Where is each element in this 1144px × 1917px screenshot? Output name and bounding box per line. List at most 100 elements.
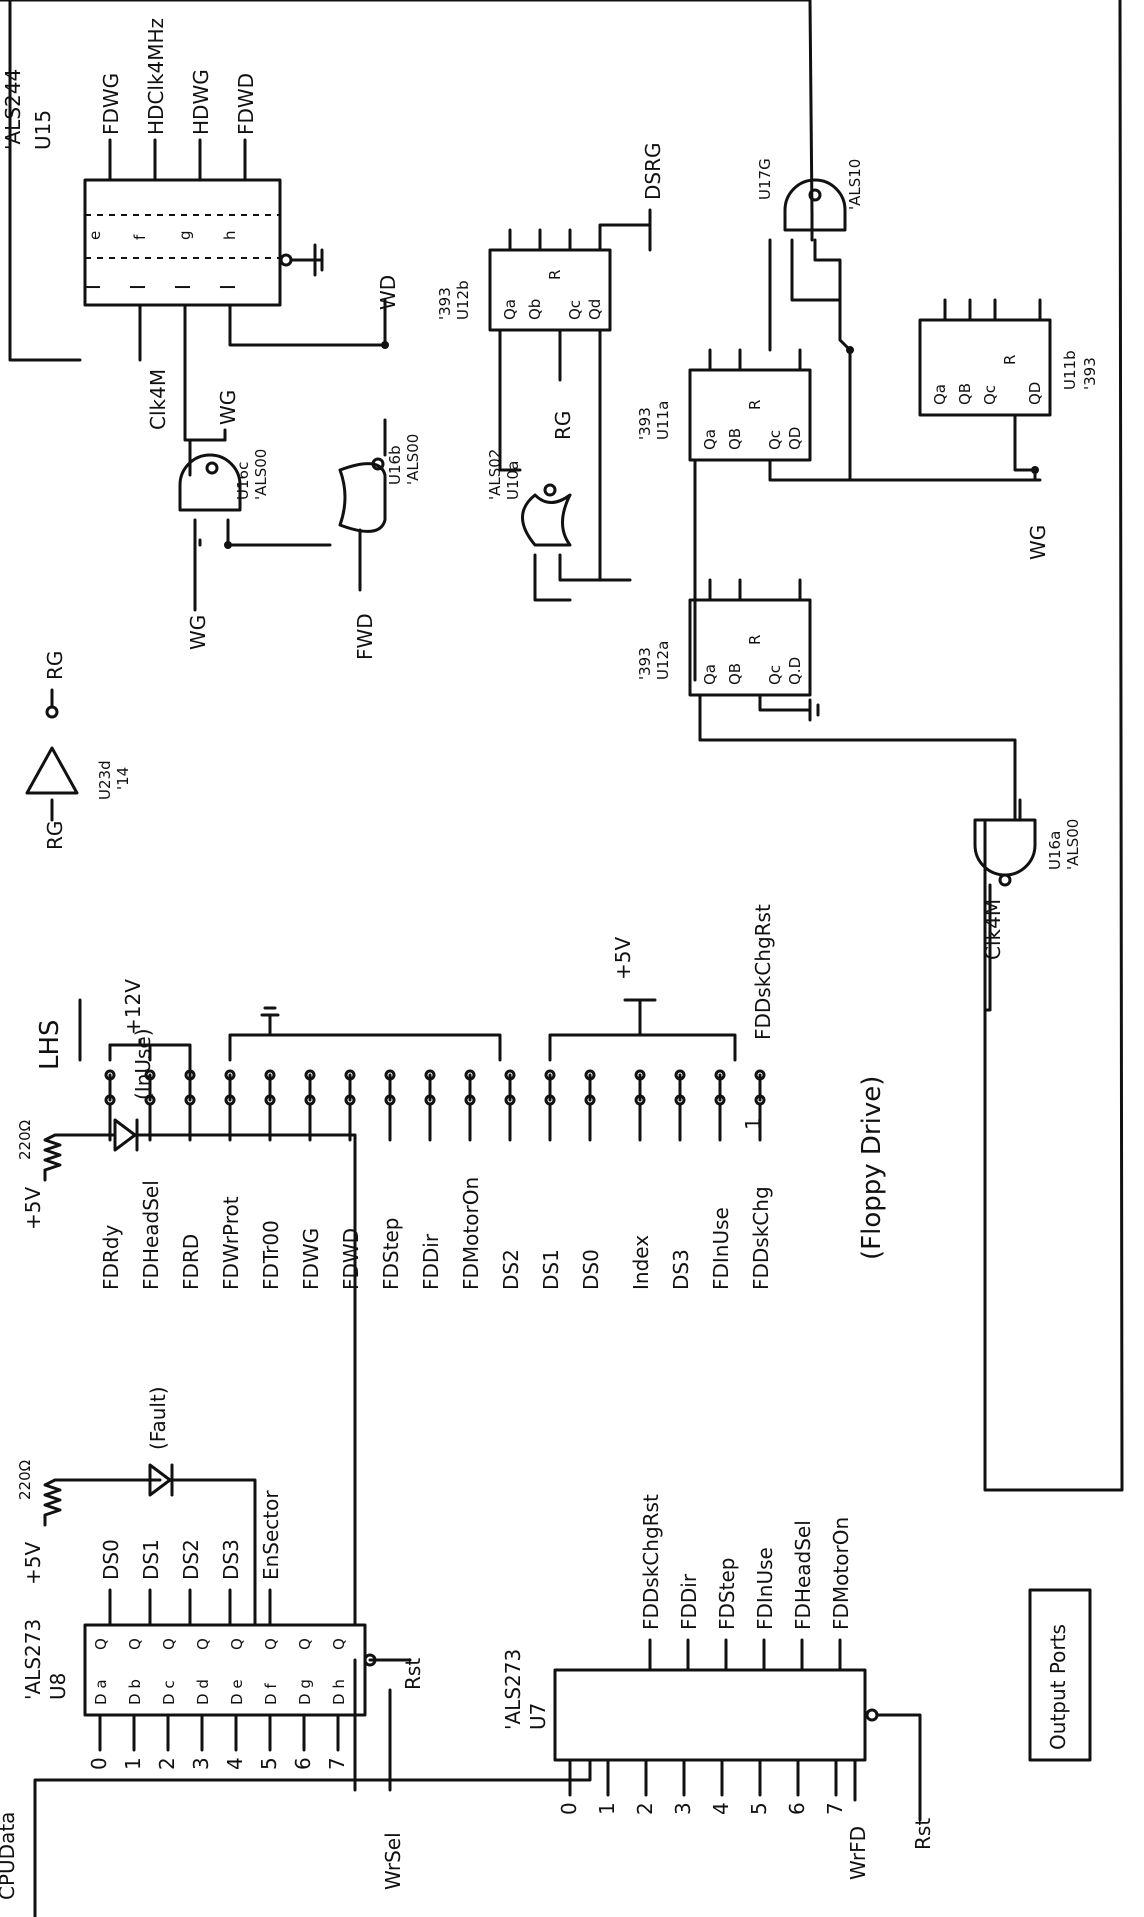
u23d-part: '14 xyxy=(114,767,132,790)
u10a-nor: 'ALS02 U10a xyxy=(486,449,602,602)
u23d-in: RG xyxy=(43,821,67,850)
fault-led-circuit: +5V 220Ω (Fault) xyxy=(16,1386,257,1627)
connector-caption: (Floppy Drive) xyxy=(857,1076,887,1260)
connector-signal-label: DS2 xyxy=(499,1249,523,1290)
inuse-led-circuit: +5V 220Ω (InUse) xyxy=(16,1028,357,1627)
connector-pin-dot xyxy=(714,1069,726,1081)
connector-pin-dot xyxy=(544,1069,556,1081)
connector-signal-label: FDRD xyxy=(179,1234,203,1290)
u8-bit-label: 3 xyxy=(189,1757,213,1770)
supply-5v: +5V xyxy=(611,937,635,980)
connector-signal-label: FDTr00 xyxy=(259,1220,283,1290)
u7-bit-label: 6 xyxy=(785,1802,809,1815)
u7-bit-label: 4 xyxy=(709,1802,733,1815)
u11a-pin: Qc xyxy=(766,430,784,450)
connector-signal-label: DS0 xyxy=(579,1249,603,1290)
u23d-ref: U23d xyxy=(96,760,114,800)
u7-bit-label: 2 xyxy=(633,1802,657,1815)
u8-bit-label: 6 xyxy=(291,1757,315,1770)
u8-out-label: DS3 xyxy=(219,1539,243,1580)
u8-d-label: D e xyxy=(228,1679,246,1705)
connector-signal-label: FDHeadSel xyxy=(139,1180,163,1290)
connector-signal-label: FDWD xyxy=(339,1228,363,1290)
u12b-pin: Qb xyxy=(526,299,544,320)
u7-bit-label: 3 xyxy=(671,1802,695,1815)
u16a-part: 'ALS00 xyxy=(1064,819,1082,870)
u17g-nand: U17G 'ALS10 xyxy=(756,158,864,482)
u12b-counter: Qa Qb R Qc Qd '393 U12b DSRG RG xyxy=(436,143,665,582)
u15-part: 'ALS244 xyxy=(1,69,25,150)
u11b-pin: R xyxy=(1001,355,1019,365)
connector-pin-dot xyxy=(344,1069,356,1081)
u16c-in: WG xyxy=(186,615,210,650)
u8-d-label: D d xyxy=(194,1679,212,1705)
u11a-pin: QB xyxy=(726,428,744,450)
u7-out-label: FDInUse xyxy=(753,1547,777,1630)
u11a-pin: R xyxy=(746,400,764,410)
u12b-pin: R xyxy=(546,270,564,280)
u15-in-label: I xyxy=(171,284,195,290)
u16b-in: FWD xyxy=(353,613,377,660)
u16c-ref: U16c xyxy=(234,462,252,500)
u7-clk: WrFD xyxy=(846,1826,870,1880)
u11b-part: '393 xyxy=(1081,357,1099,390)
u8-d-label: D f xyxy=(262,1683,280,1705)
u16b-part: 'ALS00 xyxy=(404,434,422,485)
u11b-wg: WG xyxy=(1026,525,1050,560)
connector-signal-label: FDMotorOn xyxy=(459,1177,483,1290)
u12b-ref: U12b xyxy=(454,280,472,320)
connector-pin-dot xyxy=(224,1069,236,1081)
connector-signal-label: FDStep xyxy=(379,1218,403,1290)
fault-res: 220Ω xyxy=(16,1460,34,1500)
u12b-pin: Qd xyxy=(586,299,604,320)
u11b-counter: Qa QB Qc R QD U11b '393 WG xyxy=(918,298,1099,560)
u7-out-label: FDDskChgRst xyxy=(639,1494,663,1630)
connector-title: LHS xyxy=(35,1019,65,1070)
note-text: Output Ports xyxy=(1046,1624,1070,1750)
fault-supply: +5V xyxy=(21,1542,45,1585)
connector-pin-dot xyxy=(384,1069,396,1081)
u15-in-clk: Clk4M xyxy=(146,369,170,430)
u8-q-label: Q xyxy=(92,1638,110,1650)
u11a-pin: Qa xyxy=(701,429,719,450)
u23d-out: RG xyxy=(43,651,67,680)
u8-q-label: Q xyxy=(194,1638,212,1650)
u8-clk: WrSel xyxy=(381,1832,405,1890)
connector-pin-dot xyxy=(754,1069,766,1081)
u16a-in: Clk4M xyxy=(981,899,1005,960)
u7-bit-label: 0 xyxy=(557,1802,581,1815)
u8-rst: Rst xyxy=(401,1658,425,1690)
connector-signal-label: FDRdy xyxy=(99,1225,123,1290)
u11b-pin: QB xyxy=(956,383,974,405)
u8-bit-label: 7 xyxy=(325,1757,349,1770)
u8-d-label: D a xyxy=(92,1679,110,1705)
connector-signal-label: FDWrProt xyxy=(219,1196,243,1290)
u23d-inverter: RG RG U23d '14 xyxy=(25,651,132,850)
connector-pin-dot xyxy=(264,1069,276,1081)
u16a-nand: U16a 'ALS00 Clk4M xyxy=(973,798,1082,1012)
u12a-counter: Qa QB R Qc Q.D '393 U12a xyxy=(636,578,1017,822)
connector-rst-label: FDDskChgRst xyxy=(751,904,775,1040)
supply-12v: +12V xyxy=(121,979,145,1035)
u8-bus: CPUData xyxy=(0,1812,19,1900)
u11a-pin: QD xyxy=(786,427,804,450)
u8-bit-label: 5 xyxy=(257,1757,281,1770)
connector-pin-dot xyxy=(674,1069,686,1081)
connector-pins xyxy=(104,1069,766,1142)
connector-signal-label: DS3 xyxy=(669,1249,693,1290)
u8-bit-label: 0 xyxy=(87,1757,111,1770)
u8-d-label: D b xyxy=(126,1679,144,1705)
u12a-pin: Qc xyxy=(766,665,784,685)
u8-q-label: Q xyxy=(330,1638,348,1650)
connector-pin-dot xyxy=(584,1069,596,1081)
u12b-part: '393 xyxy=(436,287,454,320)
connector-pin-dot xyxy=(184,1069,196,1081)
u15-in-wd: WD xyxy=(376,275,400,310)
u15-out-fdwd: FDWD xyxy=(234,73,258,135)
